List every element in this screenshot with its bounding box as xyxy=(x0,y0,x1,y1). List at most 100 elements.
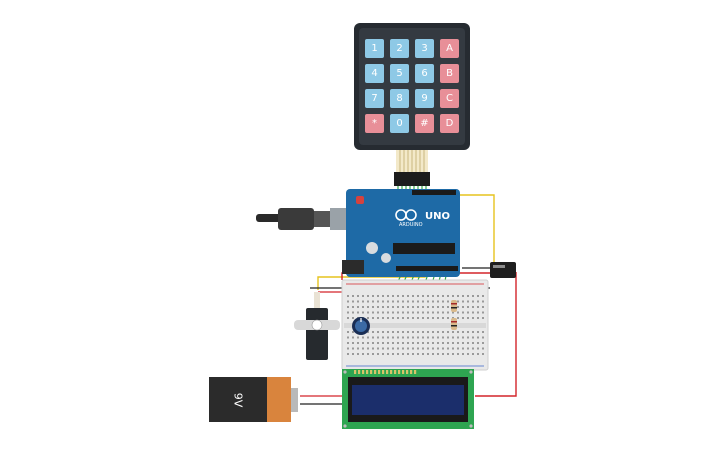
breadboard-hole xyxy=(402,311,404,314)
keypad-key[interactable] xyxy=(365,39,384,58)
breadboard-hole xyxy=(407,311,409,314)
lcd-display xyxy=(342,369,474,429)
breadboard-hole xyxy=(467,295,469,297)
reset-button[interactable] xyxy=(356,196,364,204)
keypad-key[interactable] xyxy=(440,64,459,83)
arduino-logo xyxy=(395,209,417,221)
breadboard-hole xyxy=(467,317,469,319)
atmega-chip xyxy=(393,243,455,254)
breadboard-hole xyxy=(412,300,414,303)
keypad-key[interactable] xyxy=(415,114,434,133)
breadboard-hole xyxy=(347,331,349,333)
breadboard-hole xyxy=(472,295,474,297)
breadboard-hole xyxy=(412,342,414,344)
breadboard-hole xyxy=(452,331,454,333)
keypad-key[interactable] xyxy=(440,114,459,133)
breadboard-hole xyxy=(377,353,379,355)
breadboard-hole xyxy=(392,317,394,319)
breadboard-hole xyxy=(377,311,379,314)
breadboard-hole xyxy=(367,353,369,355)
keypad-key[interactable] xyxy=(365,64,384,83)
breadboard-hole xyxy=(437,331,439,333)
breadboard-hole xyxy=(462,311,464,314)
breadboard-hole xyxy=(392,331,394,333)
breadboard-hole xyxy=(377,347,379,350)
breadboard-hole xyxy=(367,295,369,297)
keypad-key[interactable] xyxy=(440,89,459,108)
keypad-key[interactable] xyxy=(390,114,409,133)
breadboard-hole xyxy=(382,331,384,333)
breadboard-hole xyxy=(482,317,484,319)
lcd-pin xyxy=(366,370,369,374)
breadboard-hole xyxy=(372,347,374,350)
breadboard-hole xyxy=(427,353,429,355)
breadboard-hole xyxy=(382,295,384,297)
potentiometer[interactable] xyxy=(352,317,370,335)
breadboard-hole xyxy=(397,317,399,319)
breadboard-hole xyxy=(477,311,479,314)
breadboard-hole xyxy=(452,295,454,297)
breadboard-hole xyxy=(447,353,449,355)
breadboard-hole xyxy=(422,342,424,344)
breadboard-hole xyxy=(407,336,409,339)
breadboard-hole xyxy=(432,311,434,314)
breadboard-hole xyxy=(387,311,389,314)
breadboard-hole xyxy=(422,347,424,350)
lcd-pin xyxy=(394,370,397,374)
breadboard-hole xyxy=(457,295,459,297)
breadboard-hole xyxy=(397,331,399,333)
keypad-face xyxy=(359,28,465,145)
keypad-key[interactable] xyxy=(365,114,384,133)
breadboard-hole xyxy=(417,300,419,303)
breadboard-hole xyxy=(467,353,469,355)
breadboard-hole xyxy=(347,295,349,297)
keypad-key[interactable] xyxy=(390,39,409,58)
keypad-key[interactable] xyxy=(390,64,409,83)
breadboard-hole xyxy=(437,342,439,344)
breadboard-hole xyxy=(477,317,479,319)
breadboard-hole xyxy=(442,295,444,297)
keypad-key[interactable] xyxy=(365,89,384,108)
lcd-pin xyxy=(386,370,389,374)
breadboard-hole xyxy=(402,331,404,333)
breadboard-hole xyxy=(352,347,354,350)
breadboard-hole xyxy=(427,347,429,350)
breadboard-hole xyxy=(427,295,429,297)
breadboard-hole xyxy=(367,331,369,333)
lcd-pin xyxy=(410,370,413,374)
breadboard-hole xyxy=(462,342,464,344)
breadboard-hole xyxy=(427,336,429,339)
breadboard-hole xyxy=(382,353,384,355)
keypad-key[interactable] xyxy=(440,39,459,58)
lcd-screen xyxy=(352,385,464,415)
breadboard-hole xyxy=(447,311,449,314)
breadboard-hole xyxy=(482,311,484,314)
breadboard-hole xyxy=(362,311,364,314)
keypad-key-label: 8 xyxy=(396,93,402,104)
breadboard-hole xyxy=(347,347,349,350)
breadboard-hole xyxy=(467,300,469,303)
breadboard-hole xyxy=(477,336,479,339)
breadboard-hole xyxy=(402,342,404,344)
breadboard-hole xyxy=(417,342,419,344)
keypad-key[interactable] xyxy=(415,64,434,83)
breadboard-hole xyxy=(362,342,364,344)
keypad-key[interactable] xyxy=(390,89,409,108)
breadboard-hole xyxy=(367,342,369,344)
red-wire-relay-lcd xyxy=(475,272,517,397)
breadboard-hole xyxy=(382,342,384,344)
lcd-pin xyxy=(378,370,381,374)
breadboard-hole xyxy=(392,342,394,344)
breadboard-hole xyxy=(427,317,429,319)
breadboard-hole xyxy=(362,347,364,350)
breadboard-hole xyxy=(432,300,434,303)
breadboard-hole xyxy=(407,347,409,350)
breadboard-hole xyxy=(432,353,434,355)
keypad-key[interactable] xyxy=(415,89,434,108)
breadboard-hole xyxy=(422,353,424,355)
yellow-wire-arduino-relay xyxy=(455,194,495,268)
breadboard-hole xyxy=(457,300,459,303)
breadboard-hole xyxy=(367,300,369,303)
keypad-key[interactable] xyxy=(415,39,434,58)
breadboard-hole xyxy=(347,317,349,319)
